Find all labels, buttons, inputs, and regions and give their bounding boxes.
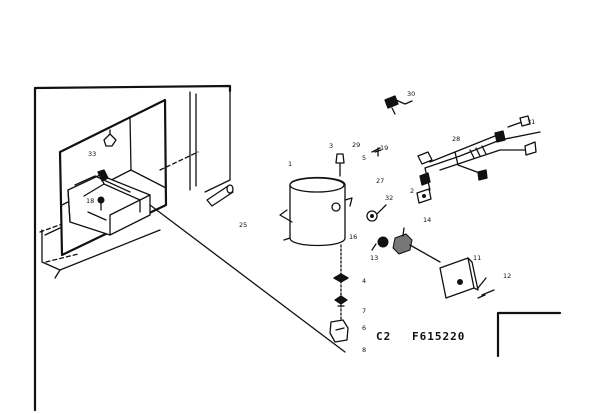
label-1: 1 [288, 160, 292, 168]
label-29: 29 [352, 141, 360, 149]
mounting-stack [329, 244, 349, 343]
corner-bracket [496, 311, 562, 358]
label-25: 25 [239, 221, 247, 229]
label-5: 5 [362, 154, 366, 162]
part-25-tube [206, 184, 234, 207]
compressor [279, 153, 353, 247]
label-11: 11 [473, 254, 481, 262]
label-28: 28 [452, 135, 460, 143]
label-4: 4 [362, 277, 366, 285]
label-14: 14 [423, 216, 431, 224]
label-2: 2 [410, 187, 414, 195]
label-12: 12 [503, 272, 511, 280]
label-33: 33 [88, 150, 96, 158]
part-32-washer [366, 204, 387, 222]
leader-line [149, 204, 346, 353]
part-labels: 1 2 3 4 5 6 7 8 11 12 13 14 16 18 19 25 … [86, 90, 535, 354]
section-code: C2 [376, 330, 391, 343]
label-18: 18 [86, 197, 94, 205]
part-29-screw [371, 147, 381, 153]
label-7: 7 [362, 307, 366, 315]
drawing-code: F615220 [412, 330, 465, 343]
cabinet-assembly [33, 84, 232, 412]
label-3: 3 [329, 142, 333, 150]
label-27: 27 [376, 177, 384, 185]
label-16: 16 [349, 233, 357, 241]
part-30-clip [384, 95, 413, 115]
label-31: 31 [527, 118, 535, 126]
label-32: 32 [385, 194, 393, 202]
part-14-relay [392, 227, 441, 263]
label-30: 30 [407, 90, 415, 98]
part-11-control-box [439, 257, 495, 299]
part-2-bracket [416, 188, 432, 204]
label-8: 8 [362, 346, 366, 354]
part-13-plug [371, 236, 389, 251]
label-6: 6 [362, 324, 366, 332]
label-13: 13 [370, 254, 378, 262]
label-19: 19 [380, 144, 388, 152]
wiring-harness [417, 115, 541, 191]
